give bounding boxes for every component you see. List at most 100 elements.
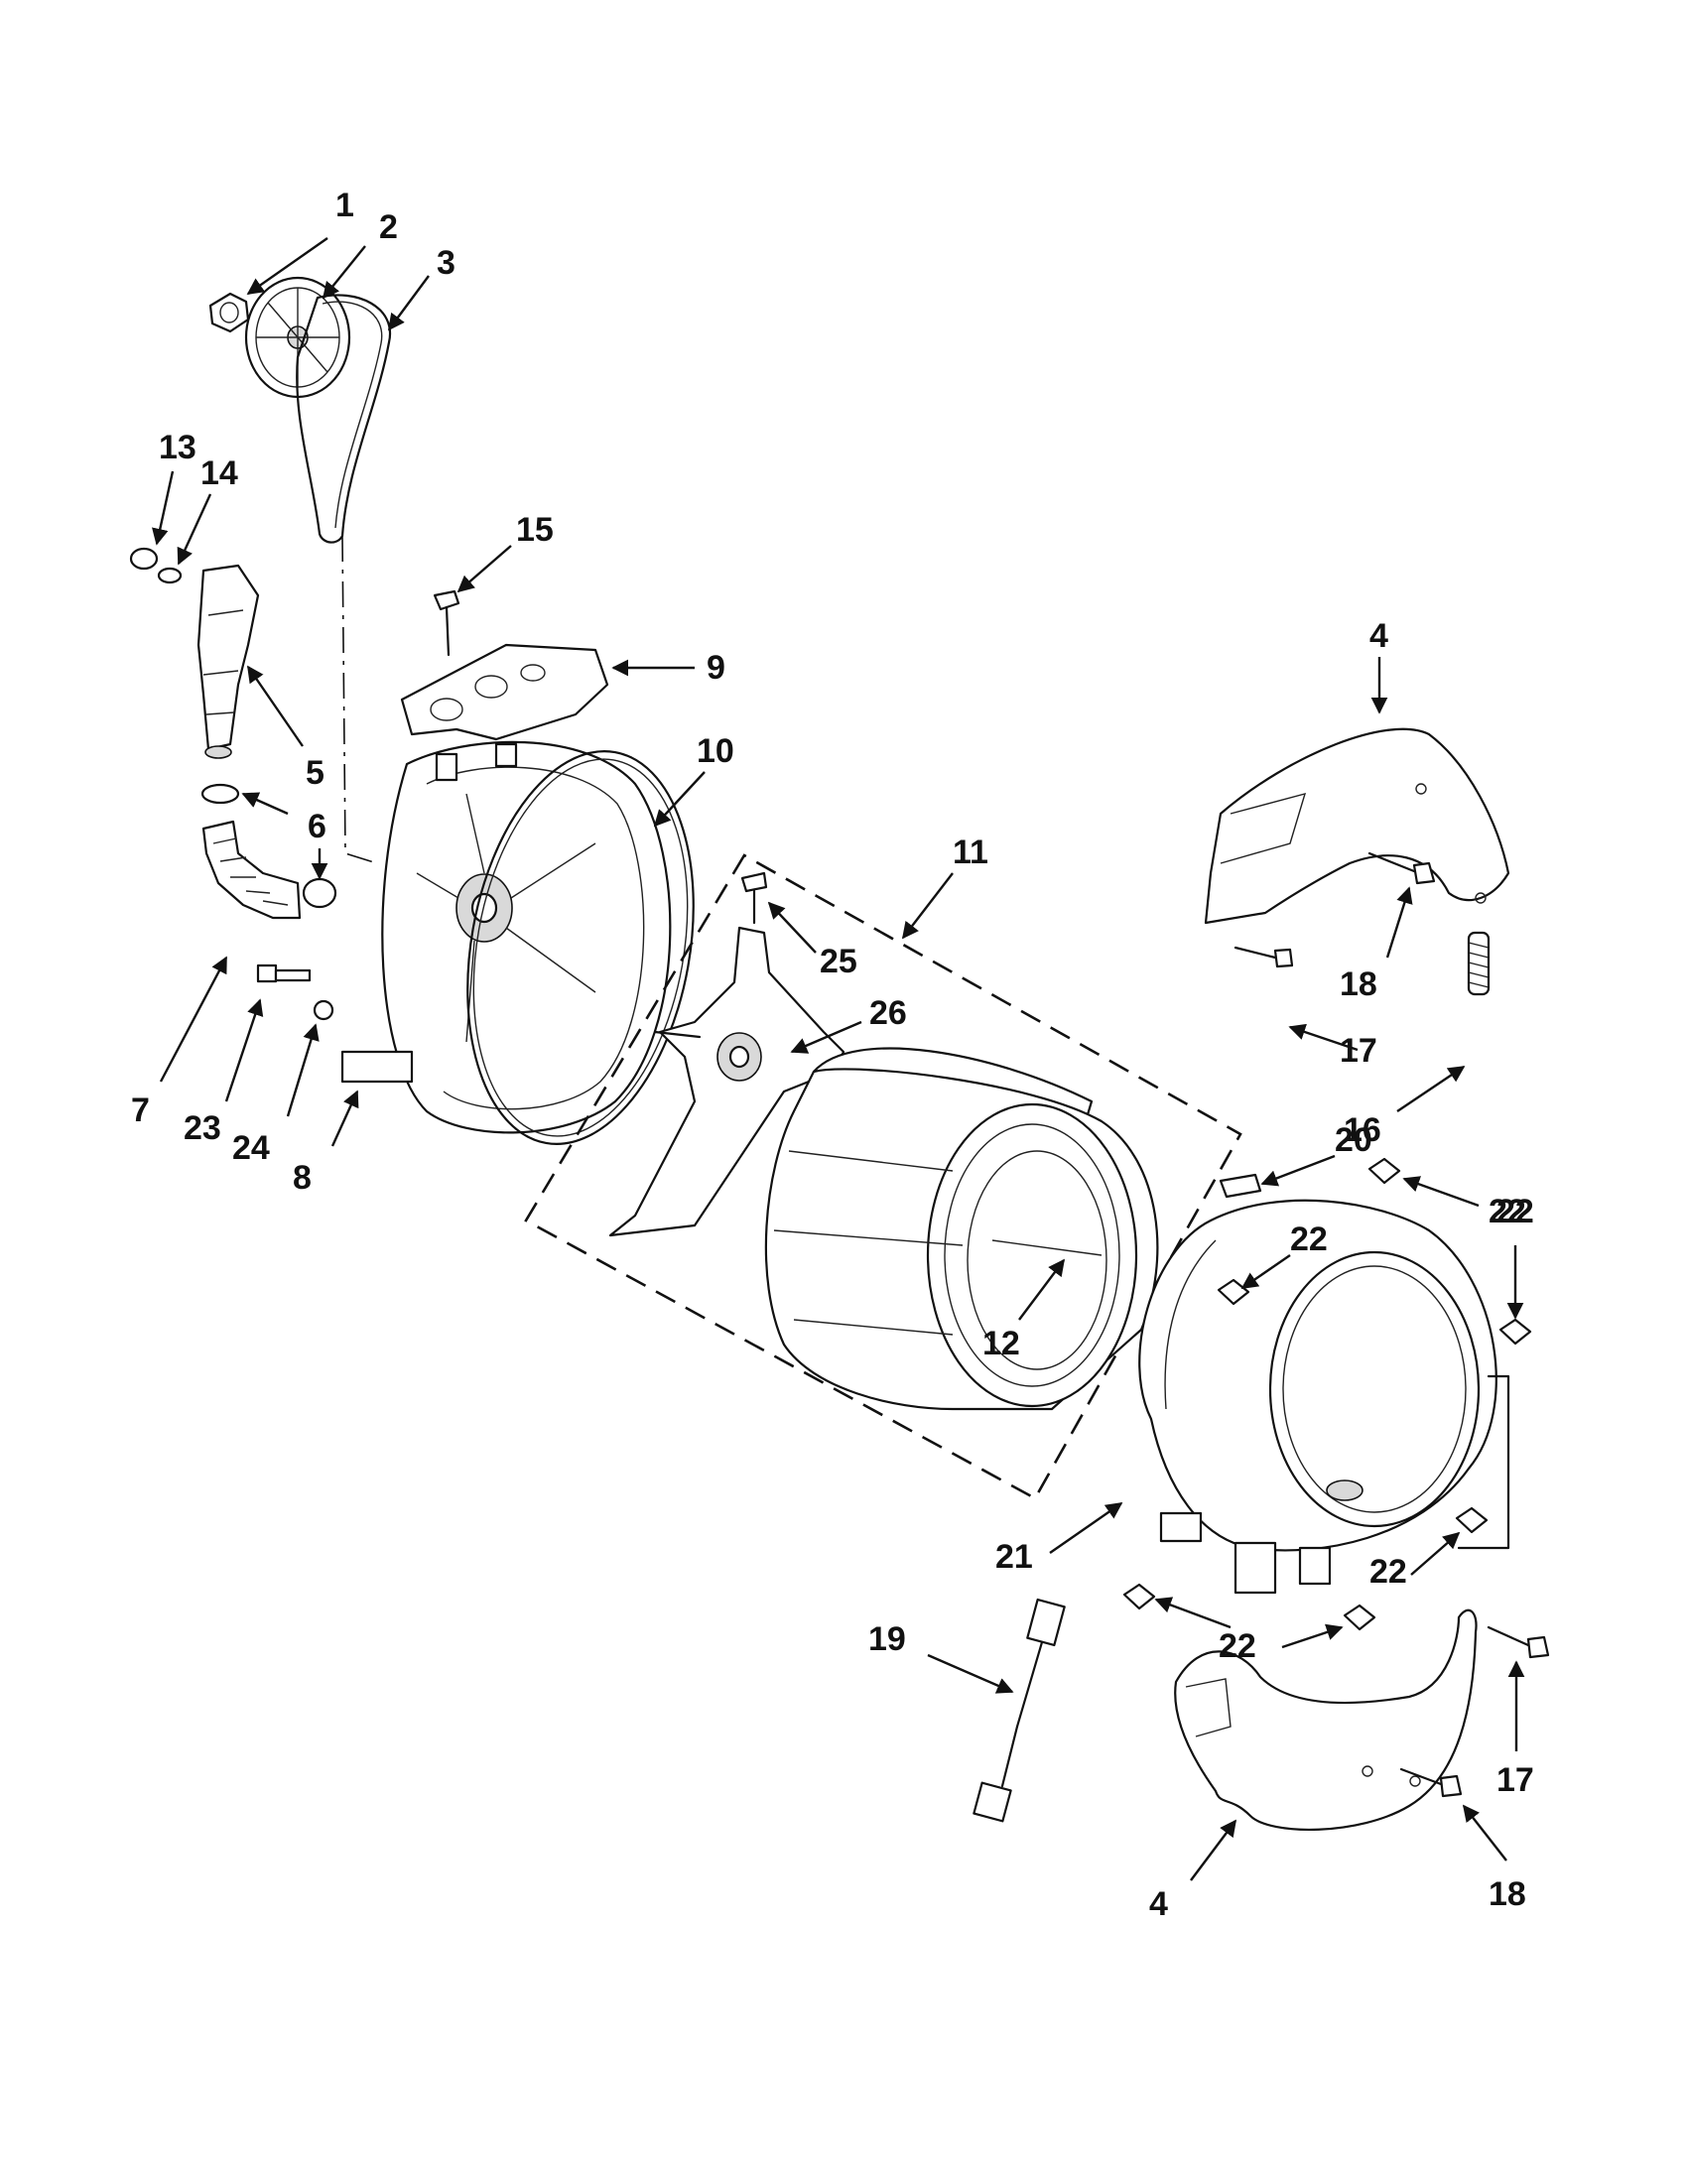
leader-11: [901, 872, 954, 940]
callout-4-lower: 4: [1149, 1885, 1168, 1923]
drive-belt-inner-edge: [322, 301, 383, 529]
leader-22d: [1410, 1531, 1461, 1576]
leader-16: [1396, 1066, 1466, 1112]
callout-22-e: 22: [1219, 1627, 1256, 1665]
pad-part-22-f: [1343, 1604, 1376, 1631]
leader-18b: [1462, 1804, 1507, 1862]
callout-8: 8: [293, 1159, 312, 1197]
callout-14: 14: [200, 454, 238, 492]
leader-25: [767, 901, 817, 954]
rear-tub-part-8: [340, 740, 672, 1134]
leader-18a: [1385, 886, 1413, 959]
leader-7: [159, 956, 228, 1083]
callout-20: 20: [1335, 1121, 1372, 1159]
pad-bracket-line: [1457, 1374, 1510, 1550]
callout-24: 24: [232, 1129, 270, 1167]
callout-5: 5: [306, 754, 325, 792]
bolt-part-17-lower: [1487, 1625, 1550, 1659]
spider-part-26: [608, 926, 845, 1237]
callout-1: 1: [335, 187, 354, 224]
callout-22-b: 22: [1489, 1193, 1526, 1230]
callout-9: 9: [707, 649, 725, 687]
callout-labels: 1 2 3 13 14 15 9 5 10 6 11 4 25 26 7 23 …: [131, 187, 1534, 1923]
screw-part-25: [740, 871, 768, 925]
shock-absorber-part-19: [973, 1598, 1066, 1823]
leader-20: [1260, 1154, 1336, 1187]
front-tub-part-21: [1138, 1199, 1497, 1595]
callout-25: 25: [820, 943, 857, 980]
callout-22-a: 22: [1290, 1220, 1328, 1258]
leader-17a: [1288, 1023, 1359, 1052]
callout-23: 23: [184, 1109, 221, 1147]
clamp-part-6-upper: [200, 783, 240, 805]
leader-19: [927, 1653, 1014, 1694]
leader-10: [653, 771, 706, 828]
callout-4-upper: 4: [1369, 617, 1388, 655]
leader-21: [1049, 1502, 1123, 1554]
callout-6: 6: [308, 808, 326, 845]
corrugated-hose-part-7: [201, 820, 302, 920]
leader-22e-right: [1281, 1623, 1344, 1649]
leader-22b: [1402, 1176, 1480, 1208]
leader-22a: [1240, 1254, 1291, 1289]
grommet-part-24: [313, 999, 334, 1021]
pad-part-22-b: [1217, 1278, 1250, 1306]
counterweight-lower-part-4: [1174, 1608, 1478, 1832]
callout-18-lower: 18: [1489, 1875, 1526, 1913]
callout-11: 11: [953, 834, 988, 871]
hose-part-5: [196, 564, 260, 759]
screw-part-15: [433, 589, 460, 657]
callout-13: 13: [159, 429, 196, 466]
leader-23: [224, 998, 264, 1102]
pad-part-22-a: [1367, 1157, 1401, 1185]
leader-6a: [241, 792, 289, 816]
leader-1: [246, 237, 328, 295]
leader-26: [790, 1020, 862, 1054]
callout-2: 2: [379, 208, 398, 246]
leader-2: [322, 245, 366, 300]
leader-22e-left: [1154, 1597, 1232, 1629]
bolt-part-18-lower: [1399, 1767, 1463, 1798]
leader-3: [388, 275, 430, 331]
pad-part-22-e: [1122, 1583, 1156, 1610]
callout-17-upper: 17: [1340, 1032, 1377, 1070]
fitting-part-23: [256, 964, 312, 983]
callout-7: 7: [131, 1092, 150, 1129]
leader-12: [1018, 1258, 1066, 1321]
basket-assembly-box-part-11: [524, 853, 1242, 1500]
basket-drum-part-12: [764, 1047, 1159, 1411]
callout-15: 15: [516, 511, 554, 549]
bolt-part-18-upper: [1367, 851, 1436, 885]
callout-16: 16: [1344, 1111, 1381, 1149]
leader-5: [247, 665, 304, 747]
drive-belt-part-3: [296, 294, 392, 544]
clamp-part-13: [129, 547, 159, 571]
bolt-part-17-upper: [1234, 946, 1294, 968]
bracket-part-9: [400, 643, 609, 741]
leader-4b: [1190, 1819, 1237, 1881]
callout-19: 19: [868, 1620, 906, 1658]
pad-part-22-c: [1498, 1318, 1532, 1346]
callout-26: 26: [869, 994, 907, 1032]
nut-part-1: [208, 292, 250, 333]
tub-seal-part-10: [466, 750, 695, 1145]
leader-24: [286, 1023, 320, 1117]
callout-22-c: 22: [1496, 1193, 1534, 1230]
callout-3: 3: [437, 244, 455, 282]
leader-13: [152, 470, 175, 546]
pad-part-22-d: [1455, 1506, 1489, 1534]
leader-15: [456, 545, 512, 593]
spring-part-16: [1467, 931, 1491, 996]
leader-lines: [152, 237, 1525, 1881]
callout-17-lower: 17: [1496, 1761, 1534, 1799]
callout-10: 10: [697, 732, 734, 770]
leader-14: [177, 493, 212, 566]
counterweight-upper-part-4: [1204, 727, 1510, 925]
callout-21: 21: [995, 1538, 1033, 1576]
callout-22-d: 22: [1369, 1553, 1407, 1591]
callout-12: 12: [982, 1325, 1020, 1362]
clamp-part-6-lower: [302, 877, 337, 909]
clip-part-20: [1219, 1173, 1262, 1199]
callout-18-upper: 18: [1340, 965, 1377, 1003]
